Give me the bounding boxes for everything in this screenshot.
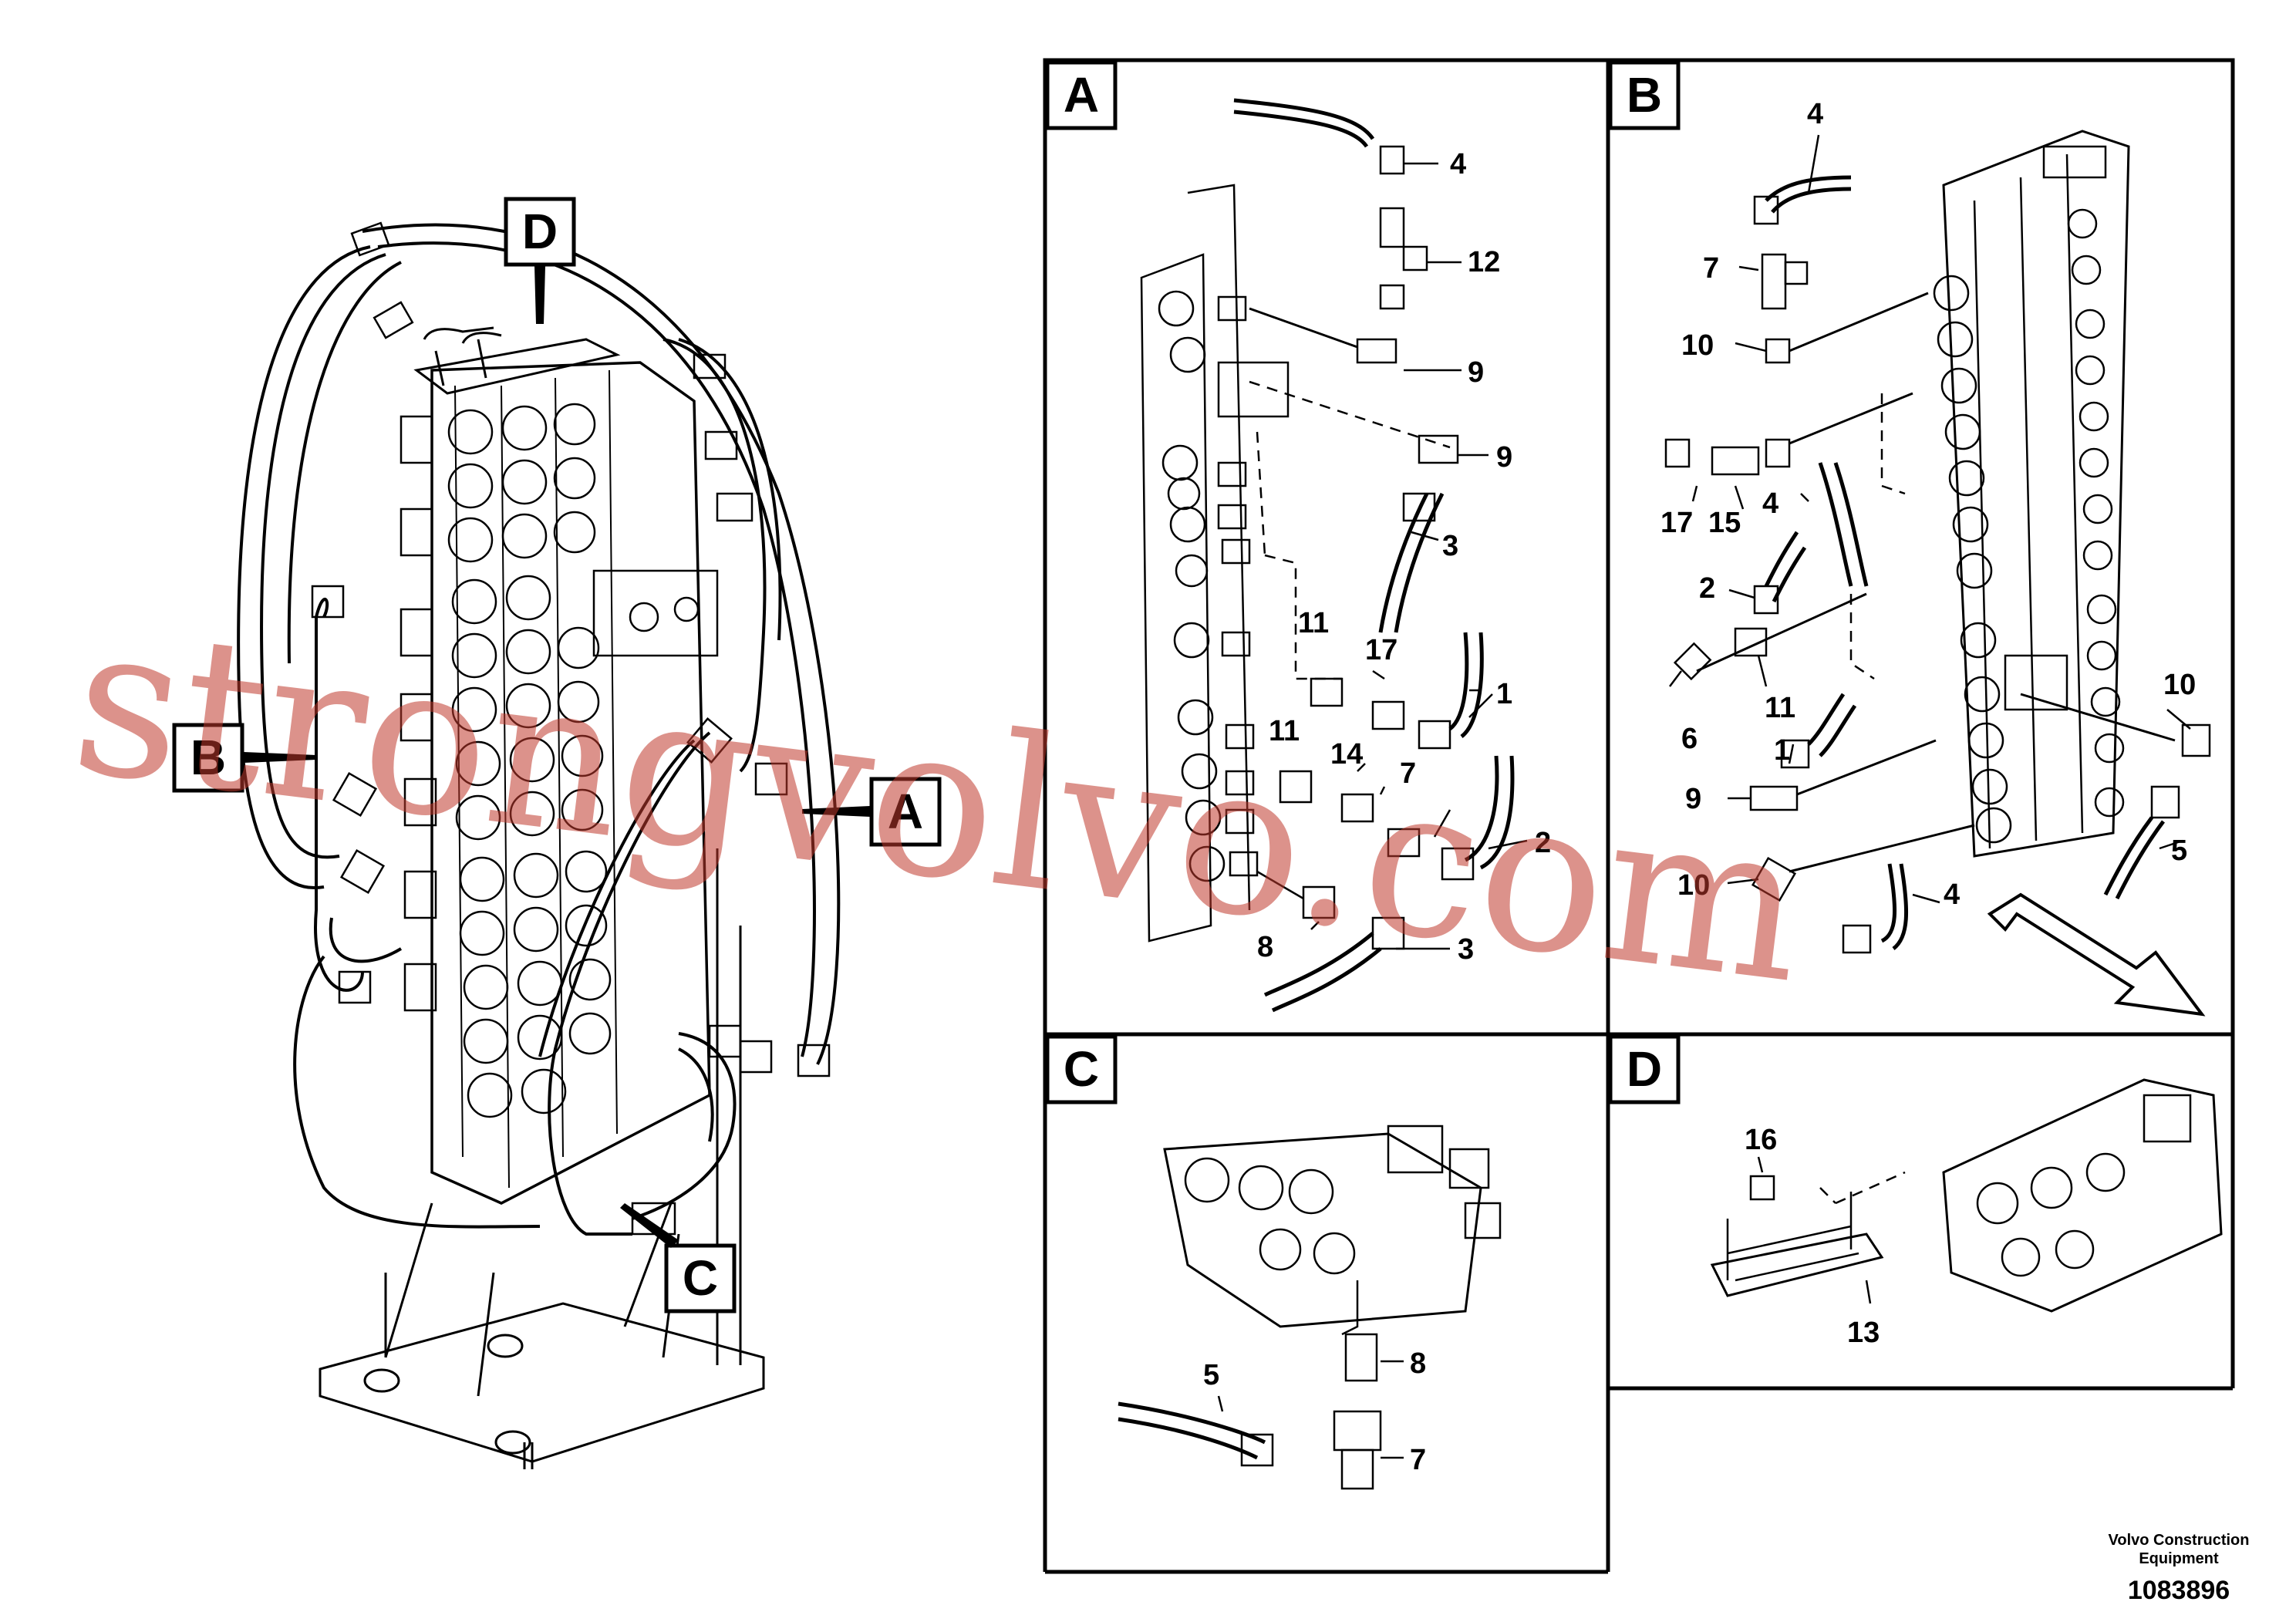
svg-text:11: 11 <box>1298 607 1329 639</box>
svg-text:7: 7 <box>1703 252 1719 285</box>
svg-text:9: 9 <box>1468 356 1484 389</box>
svg-text:17: 17 <box>1365 634 1397 666</box>
callout-A: A <box>802 777 942 847</box>
svg-text:8: 8 <box>1257 931 1273 963</box>
svg-text:4: 4 <box>1762 487 1778 520</box>
svg-text:6: 6 <box>1681 723 1698 755</box>
svg-text:7: 7 <box>1400 757 1416 790</box>
drawing-number: 1083896 <box>2128 1576 2230 1605</box>
callout-B: B <box>172 723 316 793</box>
view-A-label: A <box>1064 67 1099 123</box>
detail-frame <box>1043 58 2235 1574</box>
view-B-part-labels: 4 7 10 17 15 4 2 11 6 1 9 10 10 5 4 <box>1660 98 2196 911</box>
stand-base-plate <box>319 1302 765 1463</box>
svg-text:13: 13 <box>1847 1317 1880 1349</box>
svg-text:C: C <box>683 1250 718 1306</box>
view-B-label: B <box>1627 67 1662 123</box>
svg-text:1: 1 <box>1496 678 1512 710</box>
svg-text:4: 4 <box>1807 98 1823 130</box>
view-D-label: D <box>1627 1041 1662 1097</box>
svg-text:2: 2 <box>1699 572 1715 605</box>
company-line2: Equipment <box>2139 1550 2219 1567</box>
svg-text:4: 4 <box>1944 878 1960 911</box>
svg-text:11: 11 <box>1269 715 1300 747</box>
svg-text:1: 1 <box>1774 734 1790 767</box>
valve-spools <box>400 403 719 1118</box>
top-bracket <box>413 338 621 395</box>
view-C: C 8 5 7 <box>1045 1034 1502 1490</box>
main-fittings <box>311 221 831 1236</box>
svg-text:11: 11 <box>1765 692 1795 724</box>
watermark: strongvolvo.com <box>62 577 1816 1030</box>
svg-text:16: 16 <box>1745 1124 1777 1156</box>
svg-text:9: 9 <box>1685 783 1701 815</box>
footer: Volvo Construction Equipment 1083896 <box>2109 1532 2250 1605</box>
svg-text:8: 8 <box>1410 1347 1426 1380</box>
svg-text:5: 5 <box>2171 835 2187 867</box>
view-B: B <box>1608 60 2211 1017</box>
svg-text:12: 12 <box>1468 246 1500 278</box>
view-D-part-labels: 16 13 <box>1745 1124 1880 1349</box>
svg-text:A: A <box>888 784 923 839</box>
svg-text:7: 7 <box>1410 1444 1426 1476</box>
view-A-part-labels: 4 12 9 9 3 11 17 1 11 14 7 2 8 3 <box>1257 148 1551 966</box>
callout-D: D <box>504 197 576 324</box>
view-A: A <box>1045 60 1551 1013</box>
direction-arrow <box>1987 892 2206 1017</box>
svg-text:5: 5 <box>1203 1359 1219 1391</box>
svg-text:2: 2 <box>1535 827 1551 859</box>
svg-text:3: 3 <box>1458 933 1474 966</box>
callout-C: C <box>620 1203 737 1313</box>
svg-text:10: 10 <box>1677 869 1710 902</box>
svg-text:14: 14 <box>1330 738 1363 771</box>
company-line1: Volvo Construction <box>2109 1532 2250 1549</box>
svg-text:15: 15 <box>1708 507 1741 539</box>
main-callouts: D B A C <box>172 197 942 1313</box>
svg-text:17: 17 <box>1660 507 1693 539</box>
svg-text:10: 10 <box>1681 329 1714 362</box>
svg-text:D: D <box>522 204 558 259</box>
svg-text:B: B <box>190 730 226 785</box>
stand-frame <box>384 848 742 1365</box>
svg-text:3: 3 <box>1442 530 1458 562</box>
view-C-label: C <box>1064 1041 1099 1097</box>
view-D: D 16 13 <box>1608 1034 2223 1349</box>
svg-text:4: 4 <box>1450 148 1466 180</box>
svg-text:9: 9 <box>1496 441 1512 474</box>
view-C-part-labels: 8 5 7 <box>1203 1347 1426 1476</box>
svg-text:10: 10 <box>2163 669 2196 701</box>
